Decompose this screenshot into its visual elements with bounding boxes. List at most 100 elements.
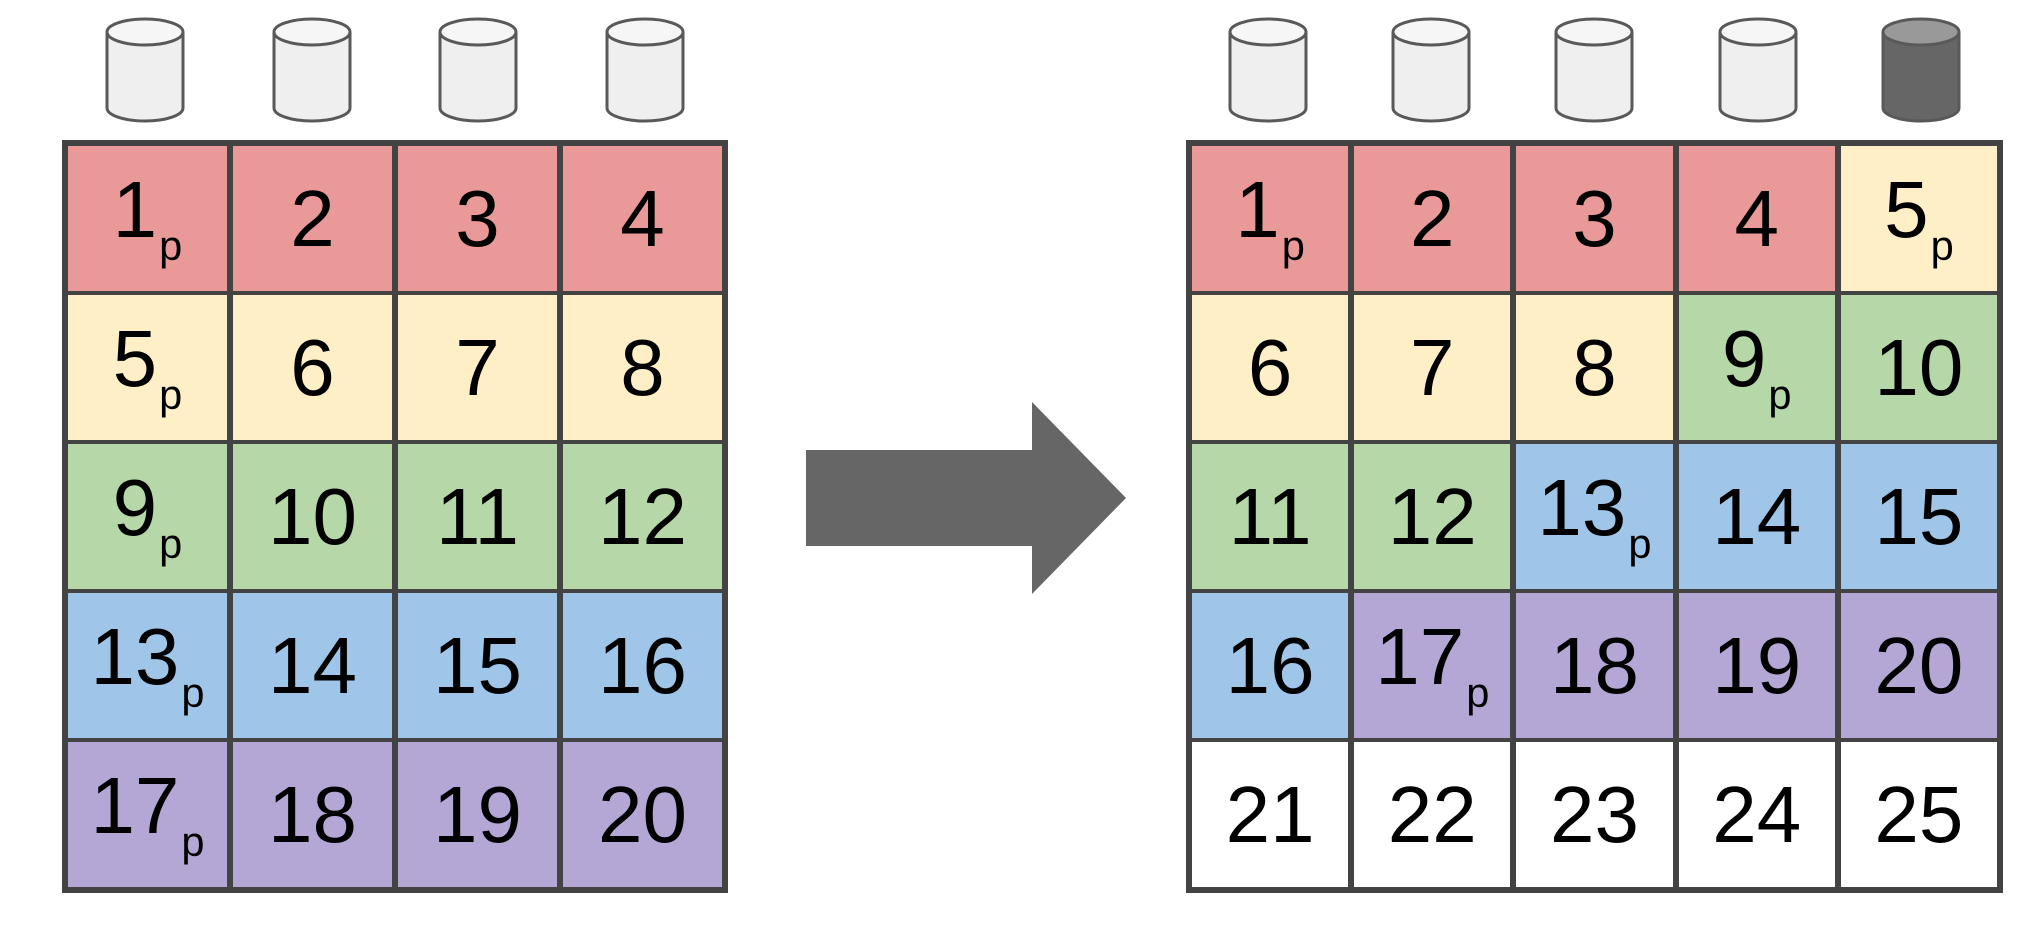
block-label: 20: [598, 774, 687, 855]
block-label: 17p: [90, 766, 205, 866]
block-number: 19: [433, 769, 522, 859]
block-cell: 18: [1516, 593, 1673, 738]
block-number: 3: [455, 173, 500, 263]
parity-subscript: p: [1466, 669, 1490, 717]
block-number: 1: [1235, 165, 1280, 255]
block-cell: 19: [1678, 593, 1835, 738]
block-number: 6: [290, 322, 335, 412]
parity-subscript: p: [1281, 222, 1305, 270]
block-label: 12: [598, 476, 687, 557]
block-number: 18: [1550, 620, 1639, 710]
block-number: 14: [268, 620, 357, 710]
block-cell: 12: [563, 444, 722, 589]
disk-icon: [1553, 16, 1635, 124]
disk-icon: [104, 16, 186, 124]
block-cell: 15: [398, 593, 557, 738]
block-cell: 16: [563, 593, 722, 738]
parity-subscript: p: [159, 371, 183, 419]
block-cell: 4: [563, 146, 722, 291]
block-number: 9: [112, 463, 158, 553]
block-label: 8: [1572, 327, 1617, 408]
block-number: 4: [1734, 173, 1779, 263]
block-cell: 6: [233, 295, 392, 440]
disk-icon: [1717, 16, 1799, 124]
block-number: 16: [1225, 620, 1315, 710]
block-cell: 8: [1516, 295, 1673, 440]
block-label: 16: [1226, 625, 1315, 706]
block-label: 10: [268, 476, 357, 557]
block-cell: 16: [1192, 593, 1349, 738]
block-number: 11: [1228, 471, 1312, 561]
disk-row: [1186, 14, 2003, 124]
block-number: 25: [1874, 769, 1964, 859]
block-label: 15: [433, 625, 522, 706]
block-cell: 20: [563, 742, 722, 887]
block-number: 12: [1387, 471, 1477, 561]
block-cell: 11: [1192, 444, 1349, 589]
disk-icon: [604, 16, 686, 124]
block-cell: 9p: [68, 444, 227, 589]
block-cell: 11: [398, 444, 557, 589]
block-label: 21: [1226, 774, 1315, 855]
block-number: 10: [268, 471, 357, 561]
block-cell: 9p: [1678, 295, 1835, 440]
block-label: 3: [1572, 178, 1617, 259]
block-label: 1p: [1235, 170, 1305, 270]
disk-icon: [437, 16, 519, 124]
block-number: 5: [1884, 165, 1929, 255]
block-label: 5p: [1884, 170, 1954, 270]
block-label: 2: [290, 178, 335, 259]
block-cell: 5p: [68, 295, 227, 440]
block-label: 7: [455, 327, 500, 408]
block-cell: 20: [1840, 593, 1997, 738]
block-number: 24: [1712, 769, 1802, 859]
parity-subscript: p: [1768, 371, 1792, 419]
disk-icon: [1227, 16, 1309, 124]
block-label: 18: [268, 774, 357, 855]
block-label: 15: [1874, 476, 1963, 557]
block-cell: 13p: [1516, 444, 1673, 589]
block-number: 10: [1874, 322, 1964, 412]
block-label: 22: [1388, 774, 1477, 855]
block-cell: 14: [1678, 444, 1835, 589]
block-number: 8: [620, 322, 665, 412]
block-number: 17: [1375, 612, 1465, 702]
block-number: 13: [1537, 463, 1627, 553]
block-cell: 7: [1354, 295, 1511, 440]
block-cell: 21: [1192, 742, 1349, 887]
block-number: 21: [1225, 769, 1315, 859]
block-cell: 19: [398, 742, 557, 887]
parity-subscript: p: [181, 818, 205, 866]
parity-subscript: p: [1628, 520, 1652, 568]
block-number: 6: [1247, 322, 1293, 412]
block-label: 10: [1874, 327, 1963, 408]
block-label: 19: [1712, 625, 1801, 706]
block-cell: 10: [1840, 295, 1997, 440]
block-label: 19: [433, 774, 522, 855]
block-label: 6: [1248, 327, 1293, 408]
block-cell: 12: [1354, 444, 1511, 589]
block-number: 7: [1410, 322, 1455, 412]
block-number: 15: [1874, 471, 1964, 561]
block-label: 14: [268, 625, 357, 706]
block-number: 11: [435, 471, 520, 561]
block-label: 2: [1410, 178, 1455, 259]
block-cell: 8: [563, 295, 722, 440]
block-cell: 18: [233, 742, 392, 887]
block-number: 5: [112, 314, 158, 404]
block-cell: 1p: [68, 146, 227, 291]
block-label: 20: [1874, 625, 1963, 706]
block-cell: 1p: [1192, 146, 1349, 291]
parity-subscript: p: [1930, 222, 1954, 270]
block-cell: 2: [1354, 146, 1511, 291]
block-label: 11: [436, 476, 519, 557]
block-label: 16: [598, 625, 687, 706]
block-label: 14: [1712, 476, 1801, 557]
block-label: 12: [1388, 476, 1477, 557]
block-label: 23: [1550, 774, 1639, 855]
block-label: 13p: [1537, 468, 1652, 568]
block-label: 1p: [113, 170, 183, 267]
